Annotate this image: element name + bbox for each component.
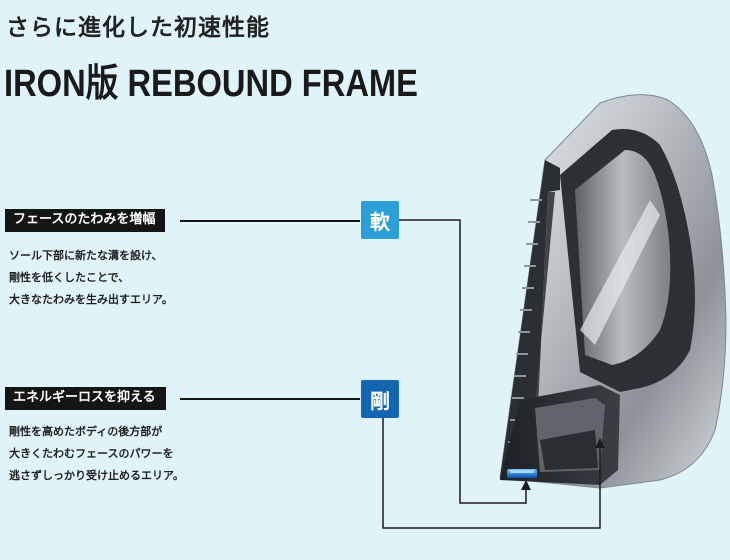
arrow-tip-soft (521, 480, 531, 490)
sole-pocket-shadow (540, 430, 598, 470)
section-divider-rigid (180, 398, 360, 400)
description-line: 大きなたわみを生み出すエリア。 (9, 293, 173, 306)
description-line: 大きくたわむフェースのパワーを (9, 447, 174, 460)
section-label-rigid: エネルギーロスを抑える (5, 387, 166, 410)
description-line: 剛性を低くしたことで、 (9, 271, 130, 284)
face-inner (520, 192, 555, 478)
badge-hard: 剛 (361, 380, 399, 418)
description-line: 剛性を高めたボディの後方部が (9, 425, 163, 438)
section-description-flex: ソール下部に新たな溝を設け、 剛性を低くしたことで、 大きなたわみを生み出すエリ… (9, 245, 173, 311)
section-label-flex: フェースのたわみを増幅 (5, 209, 166, 232)
cavity-stripe (580, 200, 660, 345)
section-description-rigid: 剛性を高めたボディの後方部が 大きくたわむフェースのパワーを 逃さずしっかり受け… (9, 421, 184, 487)
description-line: ソール下部に新たな溝を設け、 (9, 249, 163, 262)
page-title: IRON版 REBOUND FRAME (4, 63, 418, 105)
badge-soft: 軟 (361, 201, 399, 239)
section-divider-flex (180, 220, 360, 222)
description-line: 逃さずしっかり受け止めるエリア。 (9, 469, 184, 482)
arrow-tip-hard (595, 438, 605, 448)
subtitle: さらに進化した初速性能 (6, 15, 270, 41)
